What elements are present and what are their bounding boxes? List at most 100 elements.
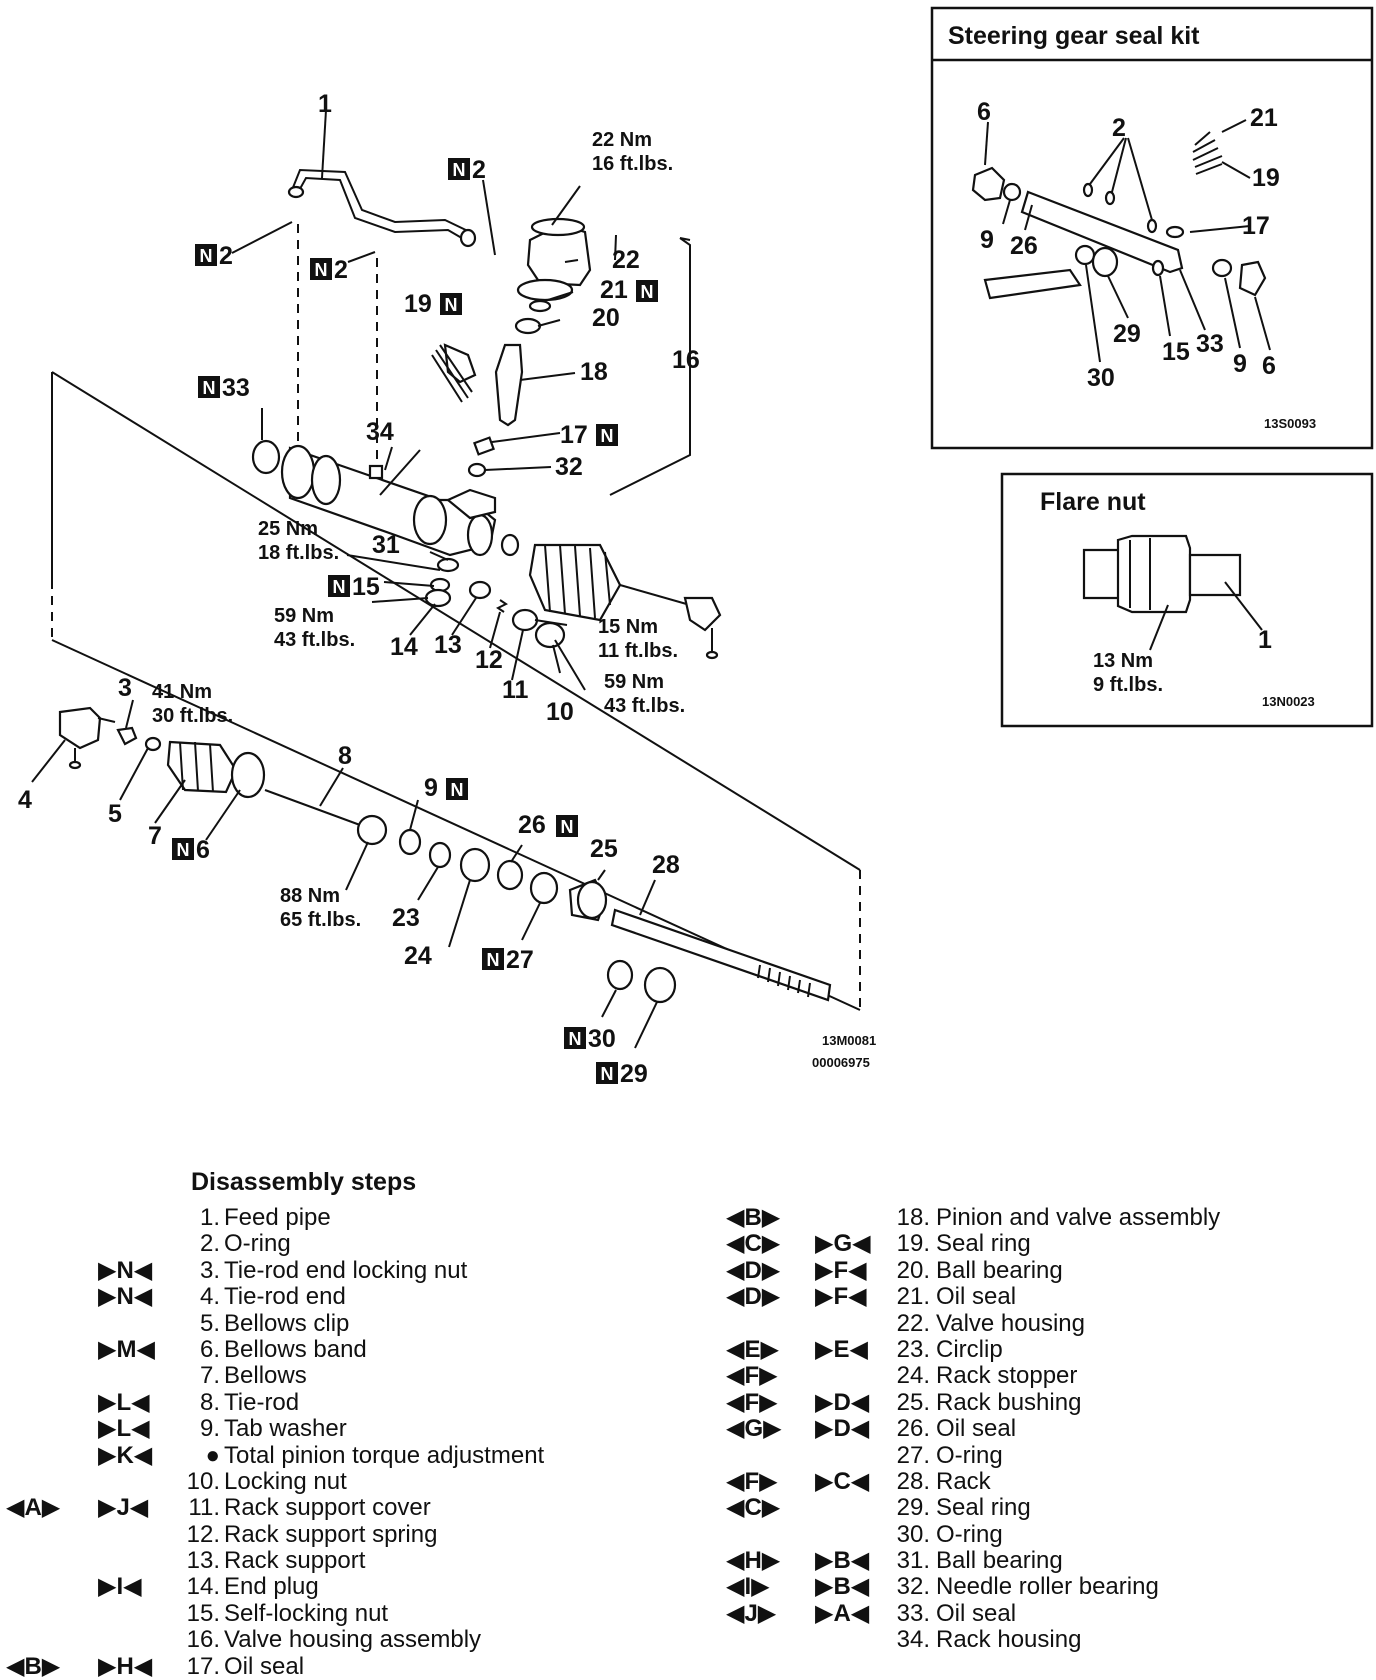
new-part-mark [596,424,618,446]
torque-8-nm: 88 Nm [280,885,340,907]
step-number: 32. [896,1573,930,1601]
torque-8-ftlbs: 65 ft.lbs. [280,909,361,931]
step-row: 30.O-ring [700,1521,1376,1548]
step-service-mark: ◀F▶ [726,1362,778,1390]
step-assembly-mark: ▶D◀ [815,1388,870,1416]
callouts: 1 2 2 2 22 Nm 16 ft.lbs. 22 21 20 19 18 … [18,90,876,1088]
step-row: 16.Valve housing assembly [0,1627,640,1653]
callout-11: 11 [502,676,529,704]
callout-2: 2 [334,256,348,284]
step-service-mark: ◀F▶ [726,1388,778,1416]
step-number: 17. [186,1652,220,1680]
step-number: 6. [199,1335,220,1363]
callout-2: 2 [472,156,486,184]
callout-34: 34 [366,418,394,446]
step-number: 25. [896,1388,930,1416]
callout-10: 10 [546,698,574,726]
step-row: 13.Rack support [0,1548,640,1574]
left-tie-rod-parts [58,706,388,846]
torque-14-ftlbs: 43 ft.lbs. [274,629,355,651]
step-number: 5. [199,1309,220,1337]
step-row: ▶L◀8.Tie-rod [0,1388,640,1416]
step-text: Rack [936,1467,991,1495]
torque-3-nm: 41 Nm [152,681,212,703]
new-part-mark [440,293,462,315]
step-number: 13. [186,1547,220,1575]
step-number: 14. [186,1573,220,1601]
callout-5: 5 [108,800,122,828]
step-row: ▶K◀●Total pinion torque adjustment [0,1442,640,1469]
new-part-mark [482,948,504,970]
new-part-mark [556,815,578,837]
step-row: 10.Locking nut [0,1467,640,1495]
step-row: 2.O-ring [0,1231,640,1257]
step-row: ▶L◀9.Tab washer [0,1416,640,1442]
step-number: 3. [199,1256,220,1284]
callout-26: 26 [518,811,546,839]
step-row: 15.Self-locking nut [0,1599,640,1627]
step-number: 34. [896,1626,930,1654]
step-text: Pinion and valve assembly [936,1204,1221,1231]
step-number: 31. [896,1547,930,1575]
figure-code: 13M0081 [822,1033,876,1048]
step-number: 20. [896,1256,930,1284]
torque-25-ftlbs: 18 ft.lbs. [258,542,339,564]
step-text: Tie-rod [224,1388,300,1416]
callout-13: 13 [434,631,462,659]
kit-callout-2: 2 [1112,114,1126,142]
step-service-mark: ◀I▶ [726,1573,770,1601]
callout-2: 2 [219,242,233,270]
torque-11-ftlbs: 11 ft.lbs. [598,640,678,662]
kit-callout-9: 9 [980,226,994,254]
new-part-mark [564,1027,586,1049]
step-row: 27.O-ring [700,1442,1376,1469]
step-row: ◀H▶▶B◀31.Ball bearing [700,1548,1376,1574]
step-number: 18. [896,1204,930,1231]
step-assembly-mark: ▶H◀ [98,1652,153,1680]
step-assembly-mark: ▶L◀ [98,1415,150,1443]
kit-callout-15: 15 [1162,338,1190,366]
step-number: 7. [199,1362,220,1390]
torque-14-nm: 59 Nm [274,605,334,627]
new-part-mark [596,1062,618,1084]
kit-callout-33: 33 [1196,330,1224,358]
step-text: Oil seal [224,1652,305,1680]
step-text: Seal ring [936,1494,1031,1522]
callout-16: 16 [672,346,700,374]
new-part-mark [195,244,217,266]
step-row: 1.Feed pipe [0,1205,640,1231]
step-row: ◀C▶29.Seal ring [700,1495,1376,1521]
callout-4: 4 [18,786,32,814]
step-row: ▶I◀14.End plug [0,1574,640,1600]
step-number: 15. [186,1599,220,1627]
torque-22-ftlbs: 16 ft.lbs. [592,153,673,175]
step-service-mark: ◀D▶ [726,1256,781,1284]
new-part-mark [310,258,332,280]
step-service-mark: ◀C▶ [726,1494,781,1522]
steps-title: Disassembly steps [191,1168,417,1196]
callout-17: 17 [560,421,588,449]
step-text: Ball bearing [936,1547,1063,1575]
flare-nut-box: Flare nut 1 13 Nm 9 ft.lbs. 13N0023 [1000,472,1374,728]
step-row: 34.Rack housing [700,1627,1376,1653]
flare-nut-title: Flare nut [1040,488,1146,516]
kit-callout-9: 9 [1233,350,1247,378]
flare-torque-ftlbs: 9 ft.lbs. [1093,674,1163,696]
callout-21: 21 [600,276,628,304]
callout-25: 25 [590,835,618,863]
step-text: Oil seal [936,1599,1017,1627]
step-row: ◀D▶▶F◀20.Ball bearing [700,1256,1376,1284]
step-row: ◀B▶ ▶H◀ 17.Oil seal [0,1652,640,1680]
step-text: Locking nut [224,1467,347,1495]
step-text: Self-locking nut [224,1599,389,1627]
callout-27: 27 [506,946,534,974]
flare-callout-1: 1 [1258,626,1272,654]
step-service-mark: ◀B▶ [6,1652,61,1680]
torque-10-nm: 59 Nm [604,671,664,693]
step-assembly-mark: ▶M◀ [98,1335,155,1363]
step-row: ◀E▶▶E◀23.Circlip [700,1336,1376,1363]
step-row: ◀F▶▶C◀28.Rack [700,1467,1376,1495]
callout-18: 18 [580,358,608,386]
callout-1: 1 [318,90,332,118]
